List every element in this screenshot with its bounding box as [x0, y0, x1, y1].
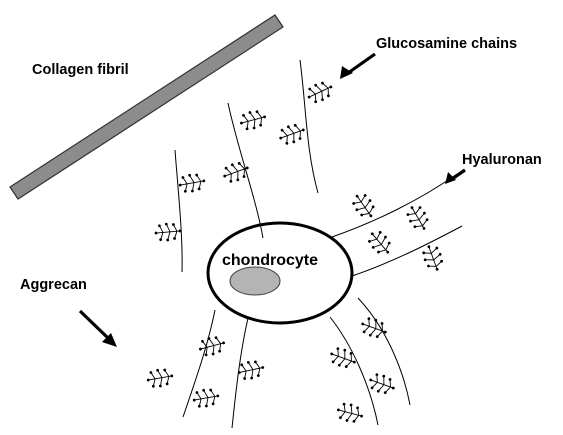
glucosamine-twig-icon — [335, 400, 366, 425]
chondrocyte-nucleus — [230, 267, 280, 295]
glucosamine-twig-icon — [276, 121, 308, 148]
glucosamine-twig-icon — [220, 159, 252, 186]
glucosamine-arrow-icon — [340, 54, 375, 79]
hyaluronan-chain — [358, 298, 410, 405]
glucosamine-twig-icon — [327, 345, 359, 372]
glucosamine-twig-icon — [197, 333, 228, 358]
aggrecan-arrow-icon — [80, 311, 117, 347]
glucosamine-twig-icon — [349, 190, 380, 223]
glucosamine-twig-icon — [177, 171, 207, 194]
glucosamine-twig-icon — [420, 242, 447, 274]
hyaluronan-chain — [352, 226, 462, 276]
glucosamine-twig-icon — [364, 227, 396, 260]
collagen-fibril — [10, 15, 283, 199]
chondrocyte-cell — [208, 223, 352, 323]
glucosamine-twig-icon — [304, 78, 336, 106]
hyaluronan-label: Hyaluronan — [462, 152, 542, 168]
hyaluronan-chain — [183, 310, 215, 417]
glucosamine-twig-icon — [154, 221, 182, 242]
glucosamine-chains-label: Glucosamine chains — [376, 36, 517, 52]
aggrecan-label: Aggrecan — [20, 277, 87, 293]
hyaluronan-chain — [332, 174, 457, 237]
chondrocyte-label: chondrocyte — [222, 252, 318, 269]
collagen-fibril-label: Collagen fibril — [32, 62, 129, 78]
hyaluronan-chain — [300, 60, 318, 193]
hyaluronan-chain — [228, 103, 263, 238]
hyaluronan-chain — [175, 150, 182, 272]
glucosamine-twig-icon — [238, 107, 269, 132]
glucosamine-twig-icon — [366, 371, 398, 398]
glucosamine-twig-icon — [191, 386, 221, 409]
hyaluronan-chain — [330, 317, 378, 425]
glucosamine-twig-icon — [145, 366, 175, 389]
hyaluronan-arrow-icon — [445, 170, 465, 184]
glucosamine-twig-icon — [403, 202, 433, 235]
